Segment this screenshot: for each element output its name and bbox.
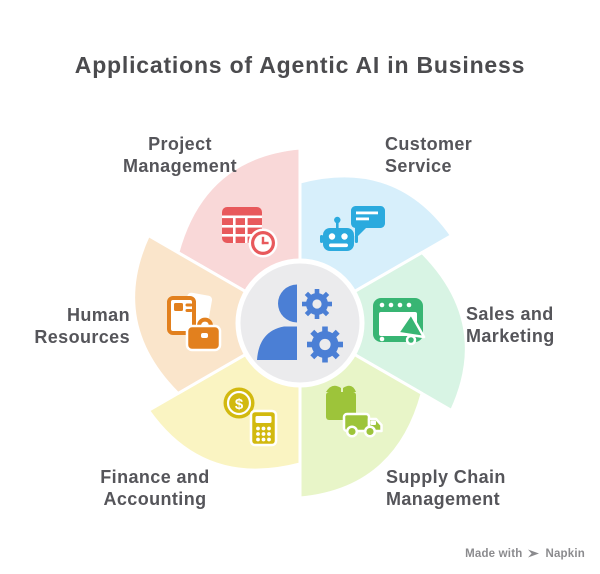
segment-human-resources xyxy=(132,234,302,395)
page-title: Applications of Agentic AI in Business xyxy=(74,52,526,78)
label-sales-marketing: Sales and Marketing xyxy=(466,304,555,346)
center-circle xyxy=(235,258,365,388)
chatbot-icon xyxy=(320,206,385,251)
made-with-text: Made with xyxy=(465,547,523,560)
dollar-glyph: $ xyxy=(235,396,244,413)
label-finance-accounting: Finance and Accounting xyxy=(100,467,210,509)
label-customer-service: Customer Service xyxy=(385,134,473,176)
browser-megaphone-icon xyxy=(373,298,426,346)
label-project-management: Project Management xyxy=(122,134,238,176)
label-supply-chain: Supply Chain Management xyxy=(386,467,506,509)
label-human-resources: Human Resources xyxy=(34,305,130,347)
made-with-napkin-badge[interactable]: Made with Napkin xyxy=(465,547,585,560)
package-truck-icon xyxy=(326,385,383,438)
documents-briefcase-icon xyxy=(167,292,222,352)
coin-calculator-icon: $ xyxy=(223,387,278,447)
calendar-clock-icon xyxy=(222,207,278,258)
napkin-logo-icon xyxy=(528,549,540,558)
brand-text: Napkin xyxy=(545,547,585,560)
person-gear-icon xyxy=(257,284,343,363)
